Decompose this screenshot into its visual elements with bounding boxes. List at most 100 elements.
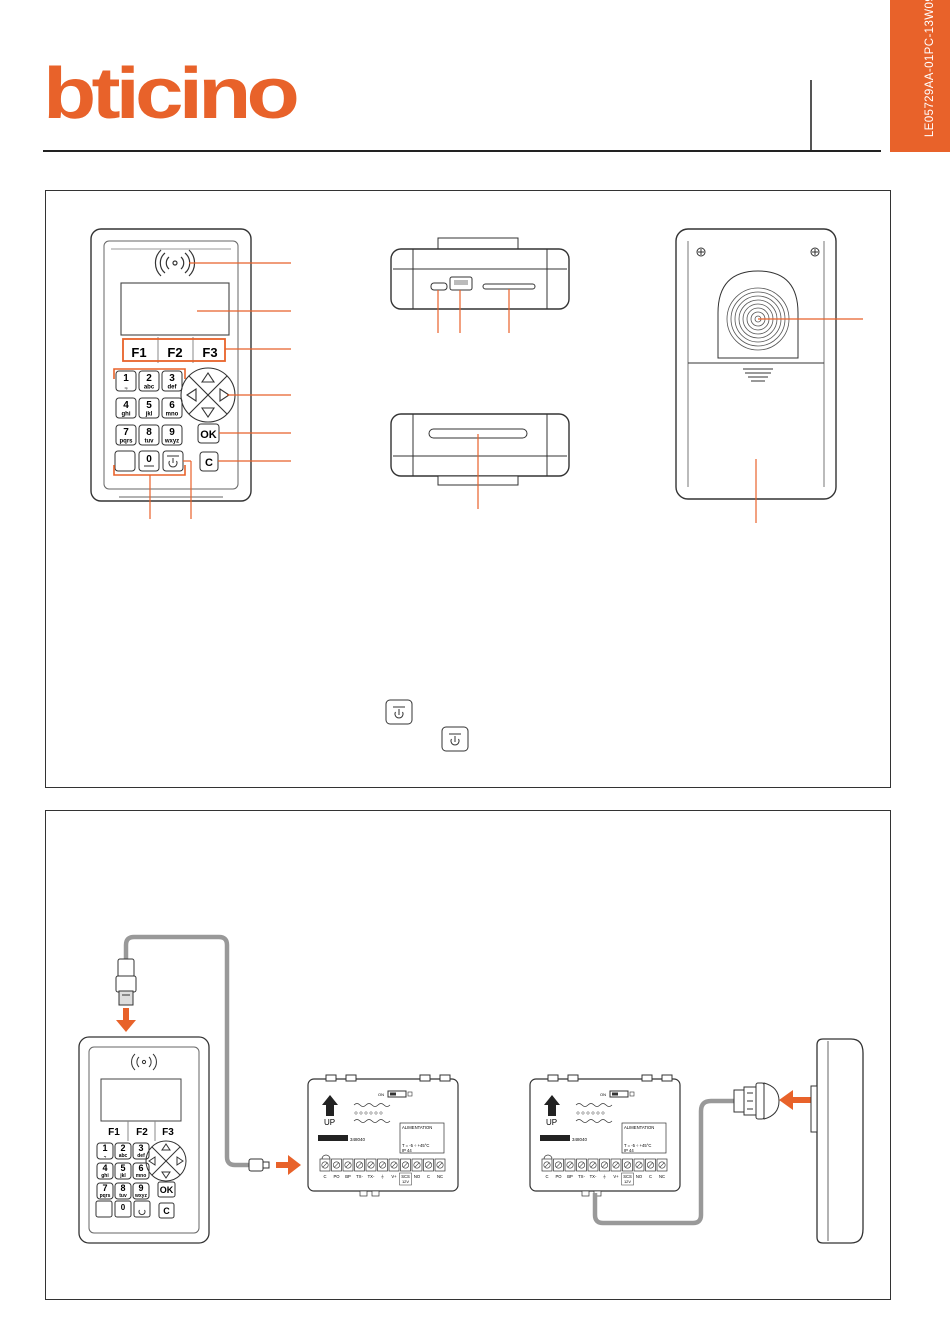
svg-text:12V: 12V bbox=[624, 1179, 631, 1184]
svg-text:348040: 348040 bbox=[572, 1137, 588, 1142]
svg-text:SCS: SCS bbox=[401, 1174, 410, 1179]
svg-text:8: 8 bbox=[120, 1183, 125, 1193]
svg-text:NC: NC bbox=[437, 1174, 443, 1179]
svg-text:4: 4 bbox=[102, 1163, 107, 1173]
device-top-view bbox=[390, 237, 570, 333]
display-screen bbox=[120, 282, 230, 336]
power-key-symbol bbox=[441, 726, 469, 752]
svg-text:⏚: ⏚ bbox=[602, 1174, 606, 1179]
screw-icon bbox=[696, 247, 820, 257]
nfc-icon bbox=[131, 1053, 157, 1071]
svg-text:SCS: SCS bbox=[623, 1174, 632, 1179]
device-bottom-view bbox=[390, 413, 570, 509]
svg-text:7: 7 bbox=[123, 427, 129, 438]
ok-key-small: OK bbox=[160, 1185, 174, 1195]
svg-text:NO: NO bbox=[414, 1174, 421, 1179]
function-keys-highlight bbox=[122, 338, 226, 362]
function-key-1: F1 bbox=[131, 345, 146, 360]
device-back-view bbox=[675, 228, 863, 523]
doc-code-tab: LE05729AA-01PC-13W09 bbox=[890, 0, 950, 152]
usb-plug bbox=[115, 958, 137, 1006]
function-key-2: F2 bbox=[167, 345, 182, 360]
svg-text:12V: 12V bbox=[402, 1179, 409, 1184]
brand-logo: bticino bbox=[43, 62, 301, 124]
svg-text:8: 8 bbox=[146, 427, 152, 438]
svg-text:348040: 348040 bbox=[350, 1137, 366, 1142]
clear-key-small: C bbox=[163, 1206, 170, 1216]
header-rule bbox=[43, 150, 881, 152]
svg-text:5: 5 bbox=[120, 1163, 125, 1173]
svg-text:6: 6 bbox=[169, 400, 175, 411]
svg-text:PO: PO bbox=[555, 1174, 562, 1179]
svg-text:BP: BP bbox=[567, 1174, 573, 1179]
arrow-icon bbox=[116, 1008, 811, 1175]
svg-text:C: C bbox=[545, 1174, 548, 1179]
svg-text:2: 2 bbox=[120, 1143, 125, 1153]
zero-key-small: 0 bbox=[121, 1203, 126, 1212]
svg-text:TX-: TX- bbox=[368, 1174, 375, 1179]
svg-text:9: 9 bbox=[169, 427, 175, 438]
svg-text:wxyz: wxyz bbox=[164, 439, 179, 445]
svg-text:ghi: ghi bbox=[101, 1173, 109, 1179]
svg-text:abc: abc bbox=[119, 1153, 128, 1159]
svg-text:NO: NO bbox=[636, 1174, 643, 1179]
clear-key: C bbox=[199, 451, 219, 472]
navigation-pad-small bbox=[145, 1140, 187, 1182]
bus-connector bbox=[733, 1082, 780, 1120]
card-slot bbox=[482, 283, 536, 290]
svg-text:pqrs: pqrs bbox=[119, 439, 133, 445]
svg-text:T = -5 ÷ +45°C: T = -5 ÷ +45°C bbox=[624, 1143, 651, 1148]
svg-text:IP 44: IP 44 bbox=[402, 1148, 412, 1153]
svg-text:TX-: TX- bbox=[590, 1174, 597, 1179]
svg-text:UP: UP bbox=[546, 1118, 557, 1127]
zero-key: 0 bbox=[146, 454, 152, 465]
svg-text:ON: ON bbox=[600, 1092, 606, 1097]
svg-text:C: C bbox=[649, 1174, 652, 1179]
svg-text:7: 7 bbox=[102, 1183, 107, 1193]
micro-usb-port bbox=[430, 282, 448, 291]
keypad-highlight bbox=[113, 368, 186, 379]
svg-text:ALIMENTATION: ALIMENTATION bbox=[402, 1125, 432, 1130]
svg-text:ghi: ghi bbox=[122, 412, 131, 418]
svg-text:TX-: TX- bbox=[356, 1174, 363, 1179]
svg-text:ALIMENTATION: ALIMENTATION bbox=[624, 1125, 654, 1130]
device-front-view: F1 F2 F3 1.,2abc3def4ghi5jkl6mno7pqrs8tu… bbox=[90, 228, 291, 519]
svg-text:5: 5 bbox=[146, 400, 152, 411]
product-overview-drawing: F1 F2 F3 1.,2abc3def4ghi5jkl6mno7pqrs8tu… bbox=[90, 228, 863, 752]
svg-text:tuv: tuv bbox=[119, 1193, 127, 1199]
svg-text:C: C bbox=[205, 457, 213, 469]
digit-key-1: 1., bbox=[96, 1142, 114, 1160]
svg-text:1: 1 bbox=[102, 1143, 107, 1153]
svg-text:def: def bbox=[137, 1153, 145, 1159]
svg-text:V+: V+ bbox=[391, 1174, 397, 1179]
power-icon bbox=[138, 1209, 146, 1216]
front-callouts bbox=[149, 262, 291, 519]
interface-module-2: ON UP ALIMENTATION T = -5 ÷ +45°CIP 44 34804… bbox=[529, 1074, 681, 1197]
svg-text:4: 4 bbox=[123, 400, 129, 411]
svg-text:9: 9 bbox=[138, 1183, 143, 1193]
bottom-keys: 0 bbox=[113, 450, 186, 476]
svg-text:jkl: jkl bbox=[145, 412, 153, 418]
svg-text:IP 44: IP 44 bbox=[624, 1148, 634, 1153]
svg-text:OK: OK bbox=[200, 429, 217, 441]
svg-text:3: 3 bbox=[169, 373, 175, 384]
brand-text: bticino bbox=[43, 62, 297, 124]
svg-text:mno: mno bbox=[166, 412, 179, 418]
